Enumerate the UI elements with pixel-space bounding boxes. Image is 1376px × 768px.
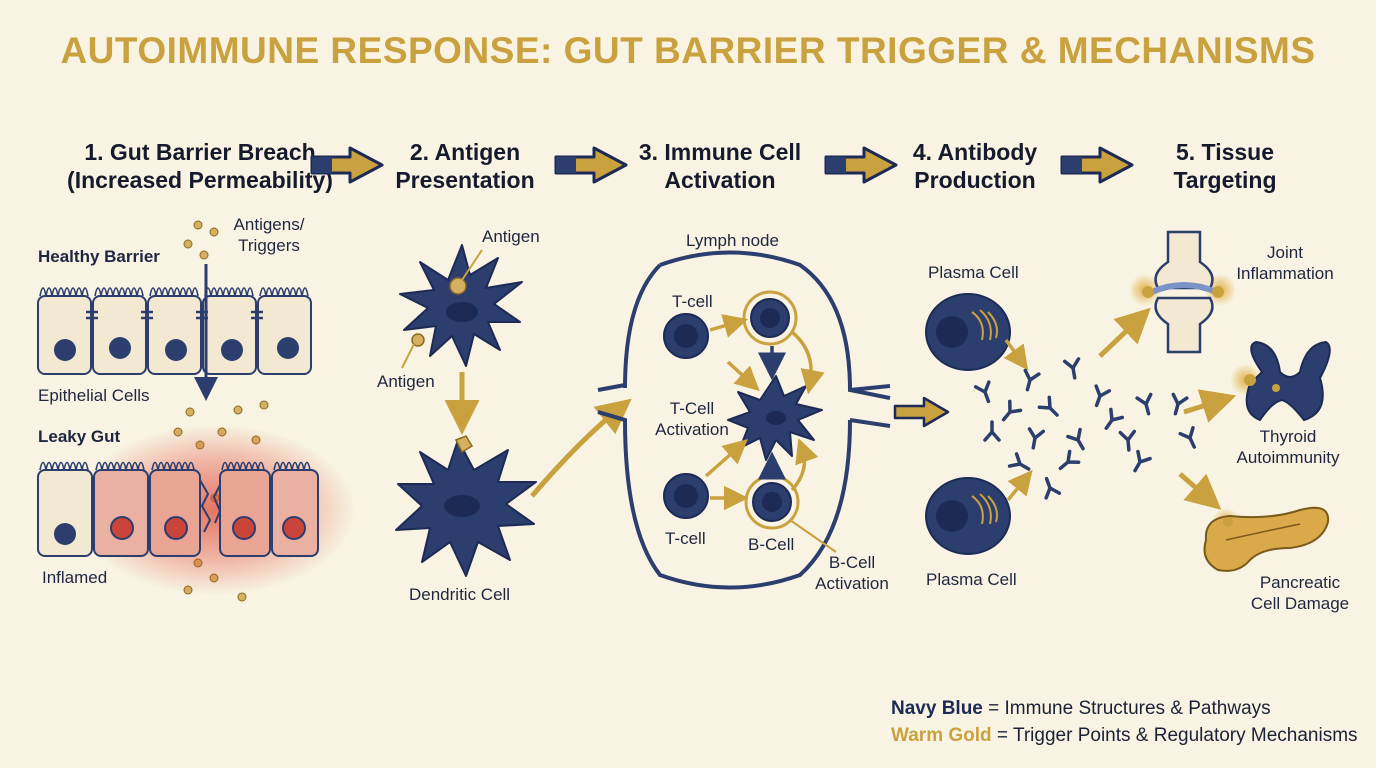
label-antigens-triggers: Antigens/ Triggers [224, 214, 314, 256]
step-2-header: 2. Antigen Presentation [385, 138, 545, 194]
t-cell-bottom [663, 473, 709, 519]
step-4-header: 4. Antibody Production [895, 138, 1055, 194]
label-thyroid-autoimmunity: Thyroid Autoimmunity [1226, 426, 1350, 468]
step-5-title: 5. Tissue [1175, 139, 1275, 165]
t-cell-top [663, 313, 709, 359]
label-b-cell: B-Cell [748, 535, 795, 554]
label-joint-line2: Inflammation [1236, 264, 1334, 283]
label-joint-line1: Joint [1267, 243, 1303, 262]
step-3-header: 3. Immune Cell Activation [625, 138, 815, 194]
plasma-cell-top [925, 293, 1011, 371]
step-arrow-1 [310, 146, 384, 184]
leaky-gut-cells [37, 425, 355, 595]
label-joint-inflammation: Joint Inflammation [1226, 242, 1344, 284]
label-antigen-top: Antigen [482, 227, 540, 246]
label-lymph-node: Lymph node [686, 231, 779, 250]
step-1-header: 1. Gut Barrier Breach (Increased Permeab… [40, 138, 360, 194]
step-2-subtitle: Presentation [395, 167, 535, 193]
label-thyroid-line1: Thyroid [1259, 427, 1317, 446]
label-t-cell-activation: T-Cell Activation [646, 398, 738, 440]
label-pancreatic-cell-damage: Pancreatic Cell Damage [1242, 572, 1358, 614]
legend-navy-key: Navy Blue [891, 698, 983, 719]
legend-gold-key: Warm Gold [891, 725, 992, 746]
step-5-subtitle: Targeting [1173, 167, 1277, 193]
to-antibody-arrow [893, 396, 950, 428]
diagram-title: AUTOIMMUNE RESPONSE: GUT BARRIER TRIGGER… [60, 30, 1316, 71]
healthy-barrier-cells [37, 287, 312, 375]
label-inflamed: Inflamed [42, 568, 108, 587]
label-plasma-cell-bottom: Plasma Cell [926, 570, 1017, 589]
legend-navy-desc: = Immune Structures & Pathways [982, 698, 1271, 719]
antibody-swarm [973, 357, 1196, 500]
step-1-subtitle: (Increased Permeability) [67, 167, 333, 193]
label-dendritic-cell: Dendritic Cell [409, 585, 511, 604]
step-4-title: 4. Antibody [912, 139, 1038, 165]
activation-arrows [704, 314, 837, 553]
legend-gold-row: Warm Gold = Trigger Points & Regulatory … [891, 724, 1358, 748]
dendritic-cell-top [399, 244, 523, 369]
label-pancreatic-line1: Pancreatic [1259, 573, 1341, 592]
label-t-cell-bottom: T-cell [665, 529, 706, 548]
label-t-cell-activation-line1: T-Cell [669, 399, 715, 418]
label-healthy-barrier: Healthy Barrier [38, 247, 160, 266]
label-triggers-line: Triggers [238, 236, 300, 255]
label-leaky-gut: Leaky Gut [38, 427, 121, 446]
step-5-header: 5. Tissue Targeting [1145, 138, 1305, 194]
label-pancreatic-line2: Cell Damage [1250, 594, 1350, 613]
dendritic-cell-bottom [395, 435, 537, 577]
legend-navy-row: Navy Blue = Immune Structures & Pathways [891, 697, 1271, 721]
pancreas-illustration [1203, 506, 1330, 572]
step-3-subtitle: Activation [664, 167, 776, 193]
legend-gold-desc: = Trigger Points & Regulatory Mechanisms [991, 725, 1358, 746]
antibody-release-arrow-top [1003, 338, 1029, 371]
step-4-subtitle: Production [914, 167, 1036, 193]
center-dendritic-cell [727, 375, 823, 461]
thyroid-illustration [1230, 340, 1331, 422]
to-lymph-node-arrow [530, 398, 632, 498]
step-1-title: 1. Gut Barrier Breach [84, 139, 316, 165]
label-antigen-left: Antigen [377, 372, 435, 391]
step-2-title: 2. Antigen [409, 139, 521, 165]
activated-t-cell [742, 290, 798, 346]
antibody-release-arrow-bottom [1006, 469, 1033, 502]
plasma-cell-bottom [925, 477, 1011, 555]
step-arrow-2 [554, 146, 628, 184]
lymph-node [597, 250, 891, 590]
targeting-arrows [1098, 307, 1237, 510]
joint-illustration [1129, 230, 1236, 354]
label-antigens-line: Antigens/ [233, 215, 305, 234]
step-arrow-4 [1060, 146, 1134, 184]
label-thyroid-line2: Autoimmunity [1236, 448, 1340, 467]
label-epithelial-cells: Epithelial Cells [38, 386, 150, 405]
label-plasma-cell-top: Plasma Cell [928, 263, 1019, 282]
label-b-cell-activation-line1: B-Cell [828, 553, 876, 572]
label-t-cell-top: T-cell [672, 292, 713, 311]
step-arrow-3 [824, 146, 898, 184]
label-b-cell-activation-line2: Activation [815, 574, 889, 593]
step-3-title: 3. Immune Cell [638, 139, 802, 165]
label-t-cell-activation-line2: Activation [655, 420, 729, 439]
label-b-cell-activation: B-Cell Activation [806, 552, 898, 594]
